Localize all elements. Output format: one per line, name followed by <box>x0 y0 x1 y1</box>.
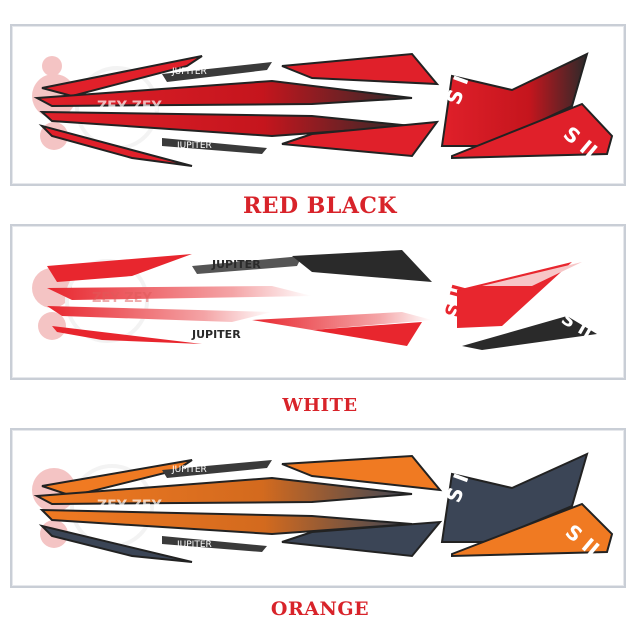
decal-strip <box>281 454 443 492</box>
variant-label-red-black: RED BLACK <box>242 193 398 219</box>
decal-panel-orange: S II S II JUPITER JUPITER ZEY ZEY <box>10 428 626 588</box>
decal-strip <box>33 476 413 506</box>
decal-panel-white: S II S II JUPITER JUPITER ZEY ZEY <box>10 224 626 380</box>
decal-set-red-black: S II S II JUPITER JUPITER ZEY ZEY <box>32 52 614 167</box>
decal-strip <box>162 62 272 82</box>
model-text: JUPITER <box>176 540 212 550</box>
decal-strip <box>52 326 202 344</box>
side-cover-decal <box>440 52 589 147</box>
side-cover-decal <box>451 102 614 160</box>
watermark-text: ZEY ZEY <box>97 99 162 115</box>
decal-strip <box>33 79 413 108</box>
decal-strip <box>38 124 193 167</box>
decal-strip <box>281 52 440 86</box>
model-text: JUPITER <box>176 141 212 151</box>
decal-strip <box>47 254 192 282</box>
decal-strip <box>281 120 440 158</box>
model-text: JUPITER <box>211 258 261 271</box>
side-cover-decal <box>451 502 614 558</box>
watermark-text: ZEY ZEY <box>97 498 162 514</box>
decal-strip <box>162 460 272 478</box>
decal-strip <box>162 138 267 154</box>
decal-strip <box>41 55 203 98</box>
decal-strip <box>38 524 193 563</box>
decal-panel-red-black: S II S II JUPITER JUPITER ZEY ZEY <box>10 24 626 186</box>
model-text: JUPITER <box>171 67 207 77</box>
decal-strip <box>292 250 432 282</box>
model-text: JUPITER <box>171 465 207 475</box>
variant-label-orange: ORANGE <box>270 598 370 620</box>
decal-strip <box>281 520 443 558</box>
variant-label-white: WHITE <box>282 395 358 416</box>
decal-strip <box>192 256 302 274</box>
decal-strip <box>47 286 312 300</box>
side-cover-decal <box>462 316 597 350</box>
decal-strip <box>47 306 272 322</box>
decal-strip <box>312 322 422 346</box>
watermark-text: ZEY ZEY <box>92 291 153 306</box>
decal-strip <box>162 536 267 552</box>
decal-strip <box>252 312 432 330</box>
decal-set-white: S II S II JUPITER JUPITER ZEY ZEY <box>32 250 597 350</box>
side-cover-decal <box>482 262 582 286</box>
model-text: JUPITER <box>191 328 241 341</box>
decal-set-orange: S II S II JUPITER JUPITER ZEY ZEY <box>32 452 614 563</box>
side-cover-decal <box>440 452 589 543</box>
